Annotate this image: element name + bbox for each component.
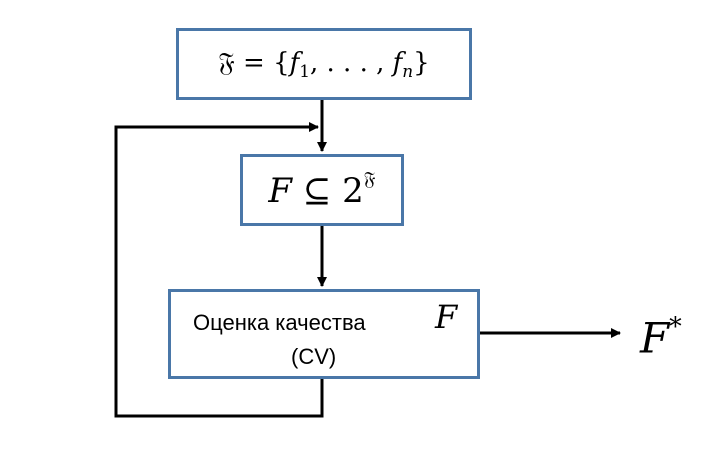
ellipsis: , . . . , [309,47,393,78]
evaluation-F: F [435,298,458,336]
evaluation-label: Оценка качества [193,310,366,335]
subset-op: ⊆ [292,170,343,211]
fn-base: f [392,47,403,78]
output-F: F [640,313,670,363]
evaluation-method: (CV) [291,344,337,369]
evaluation-box: Оценка качества F (CV) [168,289,480,379]
equals-brace: = { [234,47,290,78]
frak-symbol: 𝔉 [218,47,235,78]
subset-box: F ⊆ 2𝔉 [240,154,404,226]
f1-sub: 1 [299,60,310,81]
f1-base: f [289,47,300,78]
feedback-loop-arrow [114,122,324,418]
feature-set-formula: 𝔉 = {f1, . . . , fn} [218,48,429,81]
close-brace: } [413,47,430,78]
output-star: * [669,312,682,341]
feature-set-box: 𝔉 = {f1, . . . , fn} [176,28,472,100]
output-label: F* [640,312,682,363]
subset-F: F [268,170,292,211]
power-exponent: 𝔉 [363,169,376,191]
power-base: 2 [342,170,364,211]
subset-formula: F ⊆ 2𝔉 [268,169,375,211]
fn-sub: n [402,60,414,81]
